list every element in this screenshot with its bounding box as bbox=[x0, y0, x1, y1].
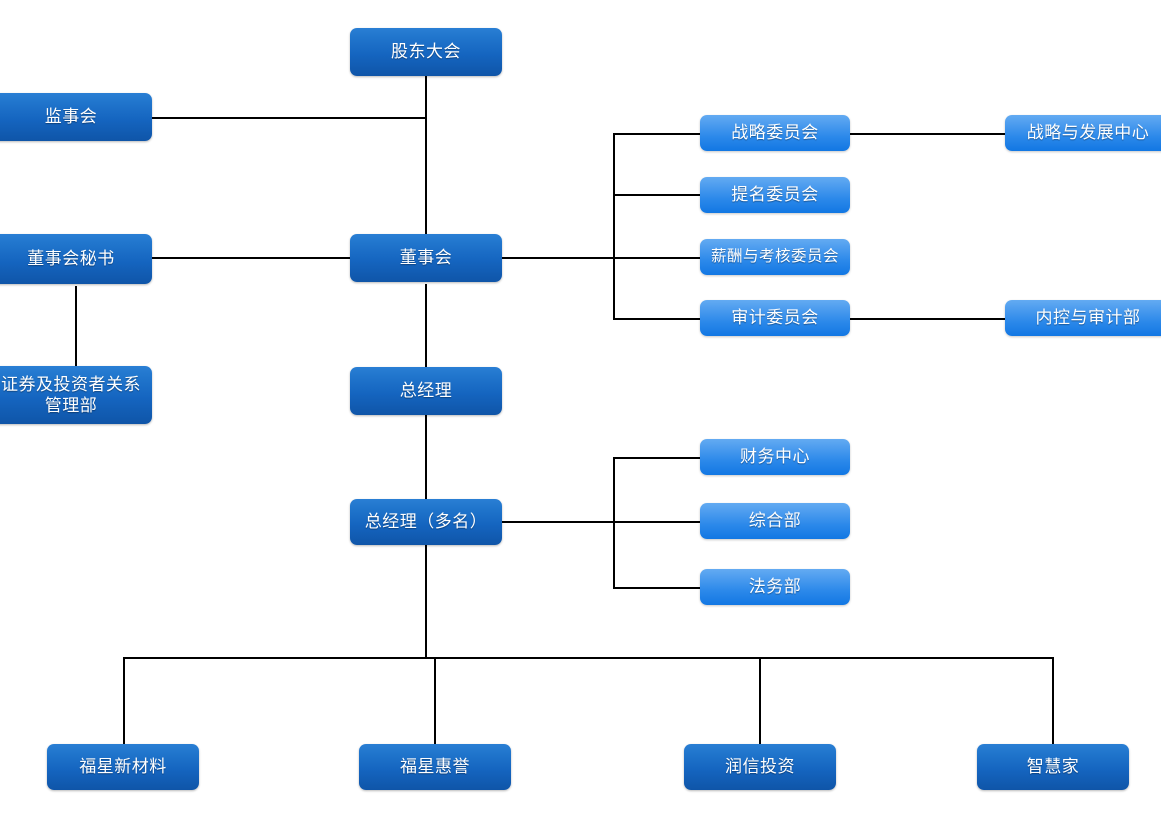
node-label: 润信投资 bbox=[725, 757, 795, 777]
node-audit-committee[interactable]: 审计委员会 bbox=[700, 300, 850, 336]
node-label: 股东大会 bbox=[391, 42, 461, 62]
edge-gm-to-deputy-gm bbox=[425, 414, 427, 500]
node-remuneration-committee[interactable]: 薪酬与考核委员会 bbox=[700, 239, 850, 275]
node-legal-dept[interactable]: 法务部 bbox=[700, 569, 850, 605]
edge-subsidiary-bus bbox=[123, 657, 1054, 659]
edge-shareholders-to-board bbox=[425, 76, 427, 234]
edge-strategy-committee-to-center bbox=[850, 133, 1006, 135]
node-supervisory-board[interactable]: 监事会 bbox=[0, 93, 152, 141]
edge-bus-to-legal-dept bbox=[613, 587, 703, 589]
edge-bus-to-new-materials bbox=[123, 657, 125, 745]
node-finance-center[interactable]: 财务中心 bbox=[700, 439, 850, 475]
edge-bus-to-strategy-committee bbox=[613, 133, 703, 135]
node-internal-control-audit-dept[interactable]: 内控与审计部 bbox=[1005, 300, 1161, 336]
edge-shareholders-to-supervisory bbox=[152, 117, 427, 119]
edge-audit-committee-to-internal-control bbox=[850, 318, 1006, 320]
node-board-secretary[interactable]: 董事会秘书 bbox=[0, 234, 152, 284]
node-strategy-committee[interactable]: 战略委员会 bbox=[700, 115, 850, 151]
edge-bus-to-runxin bbox=[759, 657, 761, 745]
edge-secretary-to-securities bbox=[75, 286, 77, 368]
node-board-of-directors[interactable]: 董事会 bbox=[350, 234, 502, 282]
edge-bus-to-audit-committee bbox=[613, 318, 703, 320]
node-label: 薪酬与考核委员会 bbox=[710, 248, 839, 266]
node-label: 证券及投资者关系 管理部 bbox=[1, 374, 141, 415]
edge-bus-to-huiyu bbox=[434, 657, 436, 745]
edge-deputy-gm-to-subsidiary-bus bbox=[425, 545, 427, 659]
node-subsidiary-new-materials[interactable]: 福星新材料 bbox=[47, 744, 199, 790]
node-label: 战略委员会 bbox=[731, 123, 819, 143]
edge-bus-to-zhihuijia bbox=[1052, 657, 1054, 745]
node-label: 董事会秘书 bbox=[27, 249, 115, 269]
node-nomination-committee[interactable]: 提名委员会 bbox=[700, 177, 850, 213]
edge-bus-to-general-affairs bbox=[613, 521, 703, 523]
node-deputy-general-managers[interactable]: 总经理（多名） bbox=[350, 499, 502, 545]
edge-deputy-gm-to-dept-bus bbox=[500, 521, 615, 523]
node-subsidiary-runxin[interactable]: 润信投资 bbox=[684, 744, 836, 790]
edge-committee-bus bbox=[613, 133, 615, 319]
node-label: 战略与发展中心 bbox=[1026, 123, 1150, 143]
node-label: 福星新材料 bbox=[79, 757, 167, 777]
edge-board-to-committee-bus bbox=[500, 257, 615, 259]
node-label: 提名委员会 bbox=[731, 185, 819, 205]
node-label: 综合部 bbox=[748, 511, 802, 531]
node-label: 监事会 bbox=[44, 107, 98, 127]
edge-bus-to-remuneration-committee bbox=[613, 257, 703, 259]
node-securities-ir-dept[interactable]: 证券及投资者关系 管理部 bbox=[0, 366, 152, 424]
edge-board-to-general-manager bbox=[425, 284, 427, 368]
node-label: 财务中心 bbox=[740, 447, 810, 467]
node-label: 智慧家 bbox=[1026, 757, 1080, 777]
edge-board-to-secretary bbox=[152, 257, 352, 259]
node-subsidiary-zhihuijia[interactable]: 智慧家 bbox=[977, 744, 1129, 790]
edge-bus-to-finance-center bbox=[613, 457, 703, 459]
node-subsidiary-huiyu[interactable]: 福星惠誉 bbox=[359, 744, 511, 790]
node-label: 审计委员会 bbox=[731, 308, 819, 328]
node-label: 总经理 bbox=[399, 381, 453, 401]
node-label: 福星惠誉 bbox=[400, 757, 470, 777]
node-label: 总经理（多名） bbox=[364, 512, 488, 532]
node-general-manager[interactable]: 总经理 bbox=[350, 367, 502, 415]
node-shareholders-meeting[interactable]: 股东大会 bbox=[350, 28, 502, 76]
edge-bus-to-nomination-committee bbox=[613, 194, 703, 196]
node-general-affairs-dept[interactable]: 综合部 bbox=[700, 503, 850, 539]
node-label: 董事会 bbox=[399, 248, 453, 268]
node-label: 内控与审计部 bbox=[1035, 308, 1141, 328]
node-label: 法务部 bbox=[748, 577, 802, 597]
node-strategy-development-center[interactable]: 战略与发展中心 bbox=[1005, 115, 1161, 151]
